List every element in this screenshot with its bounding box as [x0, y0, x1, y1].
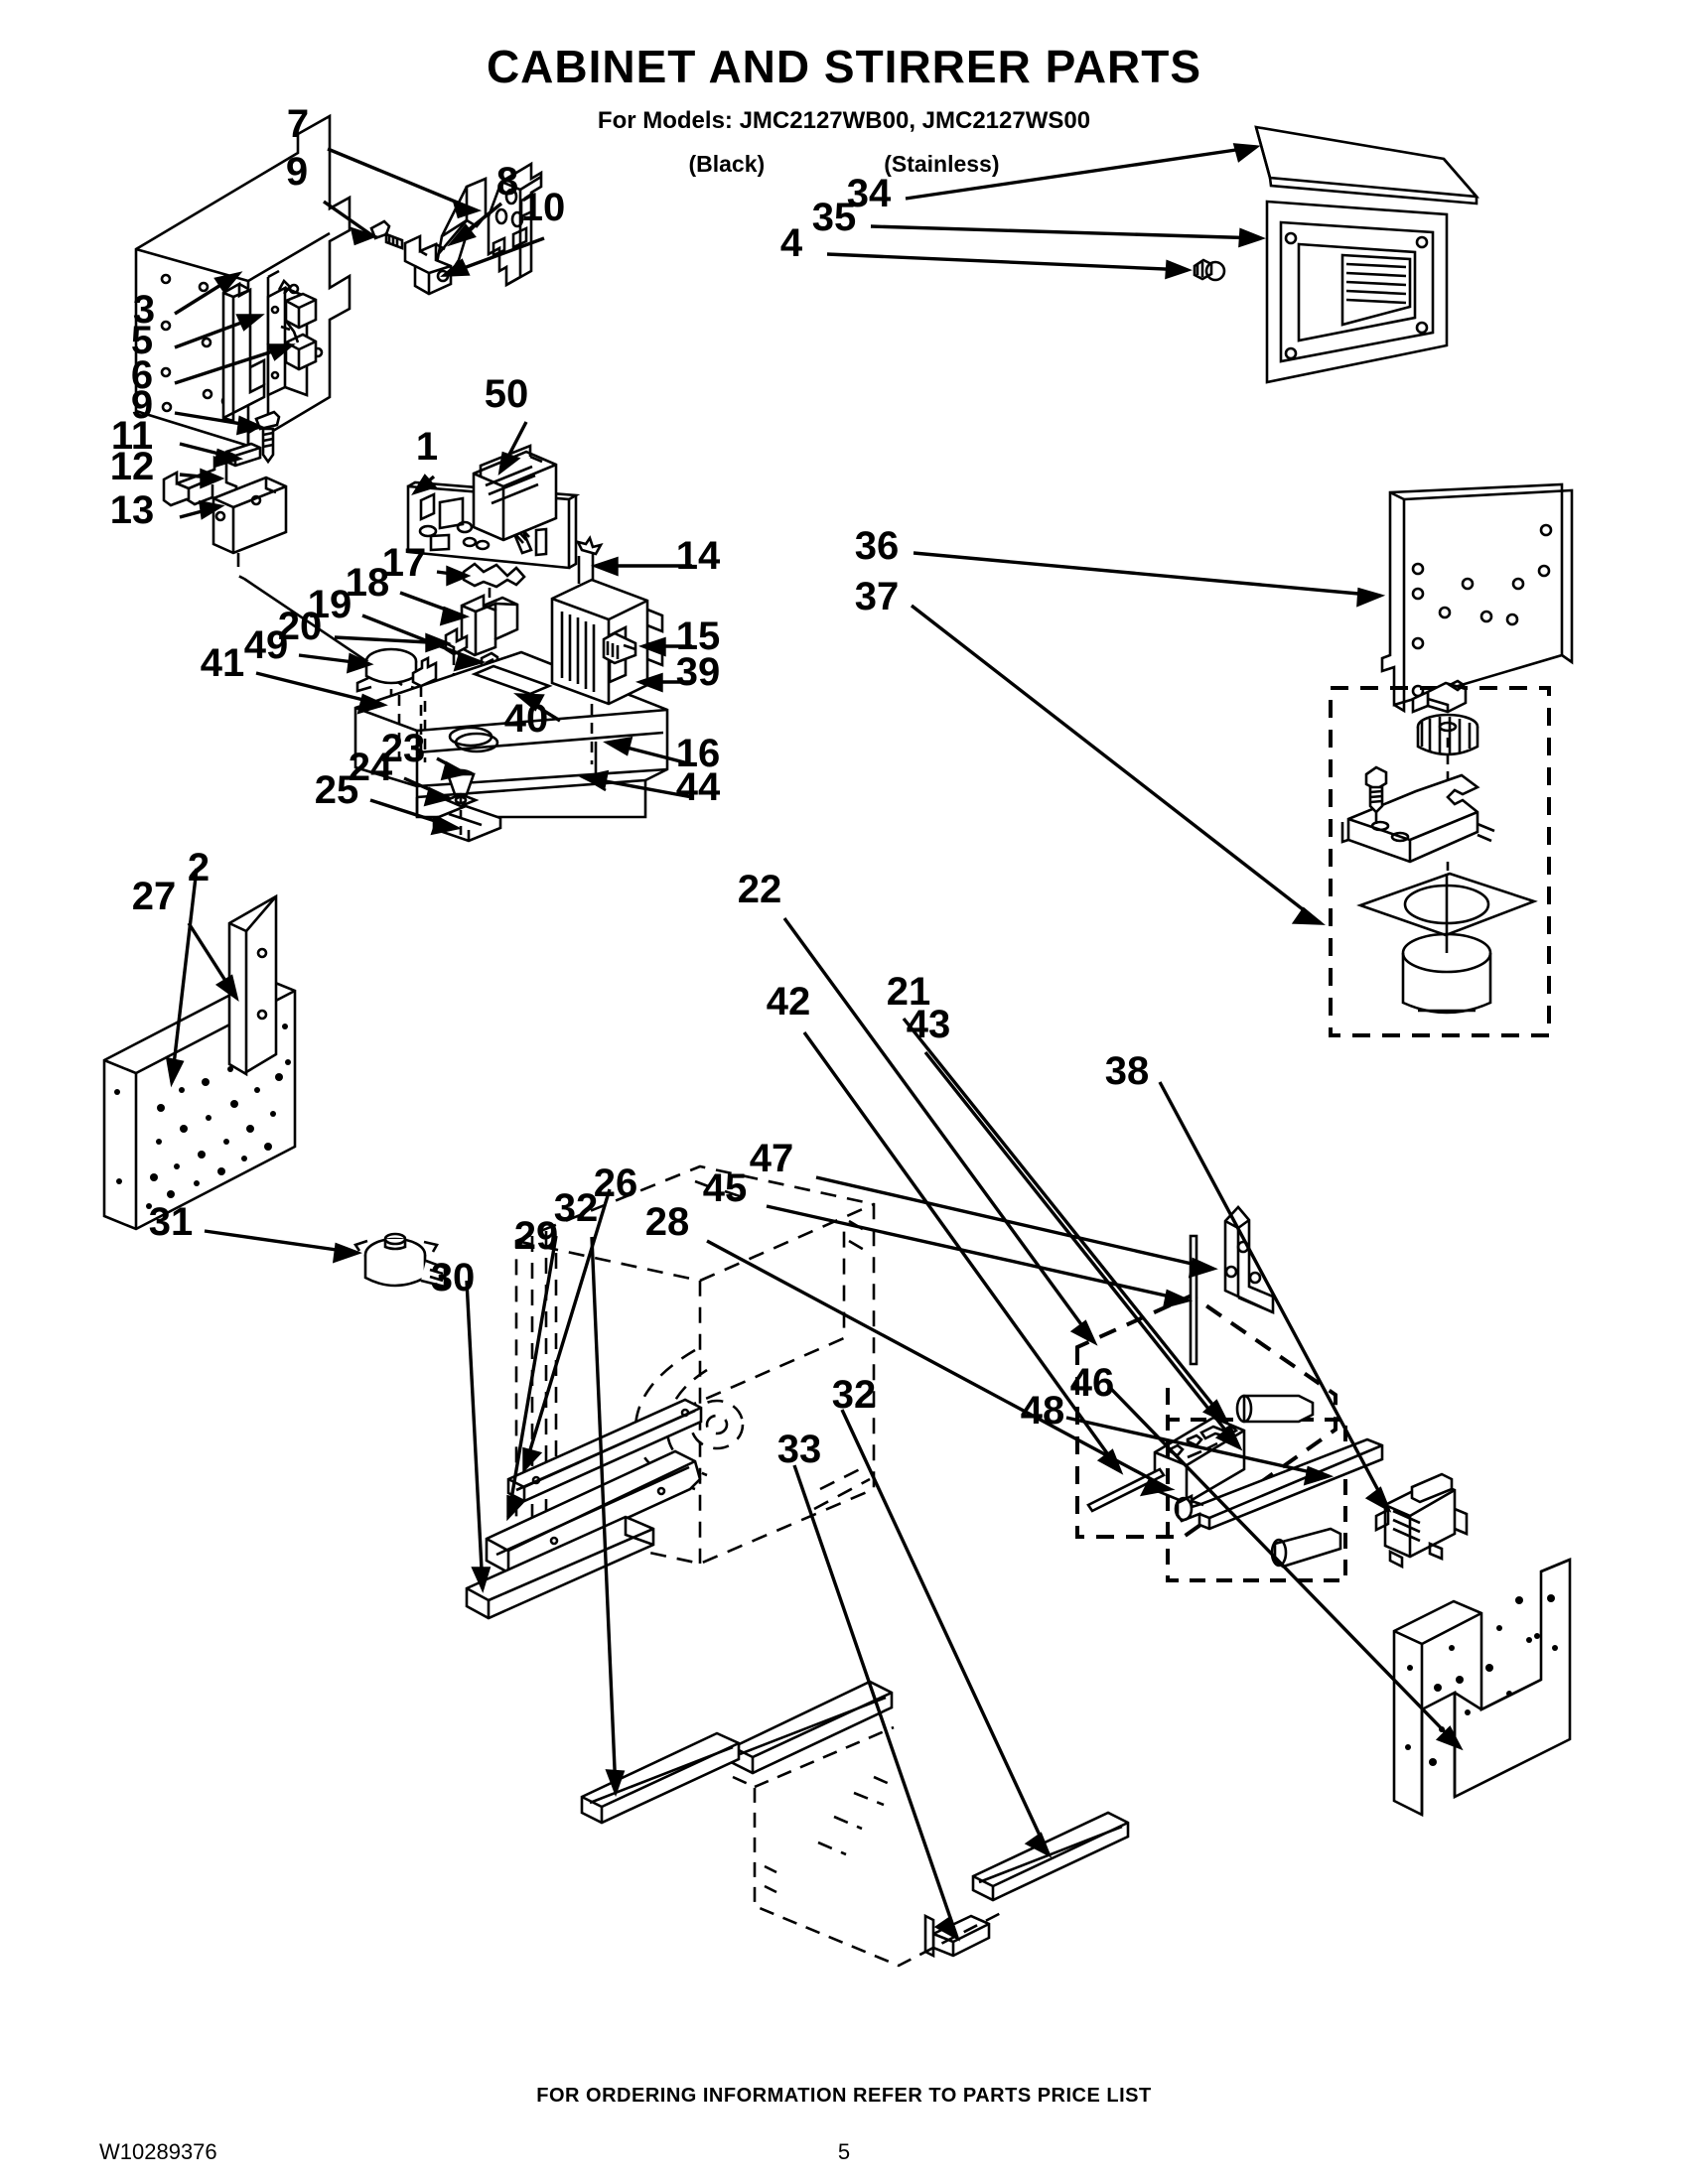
callout-number-5: 5: [131, 319, 153, 362]
part-47-latch-bracket: [1223, 1205, 1275, 1315]
callout-number-32: 32: [832, 1373, 877, 1417]
part-42-actuator-rod: [1086, 1467, 1166, 1513]
callout-number-32: 32: [554, 1186, 599, 1230]
callout-number-1: 1: [416, 425, 438, 469]
document-number: W10289376: [99, 2139, 217, 2164]
callout-number-9: 9: [131, 383, 153, 427]
part-38-terminal-block: [1374, 1472, 1469, 1570]
callout-number-11: 11: [111, 414, 153, 458]
callout-number-15: 15: [676, 614, 721, 658]
part-39-screw: [602, 631, 637, 665]
part-36-side-panel: [1380, 482, 1574, 714]
finish-line: (Black) (Stainless): [0, 151, 1688, 178]
part-waveguide-terminal-small: [411, 655, 438, 688]
part-32-rail-left: [731, 1680, 894, 1775]
callout-number-27: 27: [132, 875, 177, 918]
part-6-relay-board: [266, 278, 318, 398]
callout-number-40: 40: [504, 697, 549, 741]
finish-black: (Black): [688, 151, 766, 177]
ordering-note: FOR ORDERING INFORMATION REFER TO PARTS …: [536, 2085, 1152, 2107]
callout-number-22: 22: [738, 868, 782, 911]
part-35-door-frame: [1265, 200, 1449, 384]
callout-number-10: 10: [521, 186, 566, 229]
callout-number-38: 38: [1105, 1049, 1150, 1093]
callout-number-48: 48: [1021, 1389, 1065, 1433]
callout-number-28: 28: [645, 1200, 690, 1244]
callout-number-16: 16: [676, 732, 721, 775]
callout-number-45: 45: [703, 1166, 748, 1210]
callout-number-36: 36: [855, 524, 900, 568]
callout-number-26: 26: [594, 1161, 638, 1205]
callout-number-24: 24: [349, 746, 393, 789]
part-45-rod: [1189, 1234, 1198, 1366]
part-13-cover-box: [211, 476, 288, 555]
callout-number-44: 44: [676, 765, 721, 809]
part-hinge-pin-upper: [1235, 1394, 1315, 1424]
part-4-screw: [1193, 258, 1226, 282]
callout-number-25: 25: [315, 768, 359, 812]
part-30-rail-bottom: [465, 1515, 655, 1620]
callout-number-19: 19: [308, 583, 352, 626]
part-32-rail-bottom-left: [580, 1731, 741, 1825]
callout-number-50: 50: [485, 372, 529, 416]
assembly-box-37: [1329, 686, 1551, 1037]
callout-number-33: 33: [777, 1428, 822, 1471]
page-number: 5: [837, 2139, 851, 2164]
part-31-motor: [352, 1232, 447, 1289]
callout-number-6: 6: [131, 353, 153, 397]
models-line: For Models: JMC2127WB00, JMC2127WS00: [597, 107, 1091, 134]
assembly-box-28: [1166, 1388, 1347, 1582]
part-37-stirrer-assembly: [1340, 679, 1538, 1015]
callout-number-46: 46: [1070, 1361, 1115, 1405]
callout-number-31: 31: [149, 1200, 194, 1244]
part-50-transformer: [472, 444, 558, 542]
page-title: CABINET AND STIRRER PARTS: [486, 41, 1202, 92]
leader-lines: [165, 143, 1464, 1942]
callout-number-18: 18: [346, 561, 390, 605]
callout-number-37: 37: [855, 575, 900, 618]
callout-number-47: 47: [750, 1137, 794, 1180]
part-5-bracket: [221, 281, 266, 423]
part-46-insulation-block: [1392, 1558, 1572, 1818]
callout-number-12: 12: [110, 445, 155, 488]
callout-number-4: 4: [780, 221, 803, 265]
callout-number-8: 8: [496, 160, 518, 204]
callout-number-42: 42: [767, 980, 811, 1024]
part-26-rail-upper: [506, 1398, 703, 1503]
callout-number-41: 41: [201, 641, 245, 685]
part-18-thermal-block: [460, 593, 519, 657]
callout-number-2: 2: [188, 846, 210, 889]
callout-number-21: 21: [887, 970, 931, 1014]
part-17-wire-harness: [462, 562, 526, 589]
callout-number-34: 34: [847, 172, 892, 215]
callout-number-7: 7: [287, 102, 309, 146]
lower-cavity-phantom: [732, 1725, 1004, 1968]
part-10-latch-switch: [403, 233, 453, 296]
part-48-shaft: [1174, 1437, 1384, 1531]
callout-number-43: 43: [907, 1003, 951, 1046]
callout-number-30: 30: [431, 1256, 476, 1299]
callout-number-29: 29: [514, 1214, 559, 1258]
callout-number-23: 23: [381, 727, 426, 770]
callout-number-3: 3: [133, 288, 155, 332]
finish-stainless: (Stainless): [884, 151, 1000, 177]
part-27-side-trim: [227, 893, 278, 1077]
callout-number-9: 9: [286, 150, 308, 194]
callout-number-20: 20: [278, 605, 323, 648]
part-34-top-cover: [1254, 125, 1480, 205]
callout-number-14: 14: [676, 534, 721, 578]
callout-number-39: 39: [676, 650, 721, 694]
callout-number-49: 49: [244, 623, 289, 667]
callout-number-13: 13: [110, 488, 155, 532]
part-9-screw-lower: [254, 410, 281, 465]
part-hinge-pin-lower: [1270, 1527, 1342, 1569]
callout-number-17: 17: [382, 541, 427, 585]
callout-number-35: 35: [812, 196, 857, 239]
part-9-screw-upper: [369, 219, 404, 250]
